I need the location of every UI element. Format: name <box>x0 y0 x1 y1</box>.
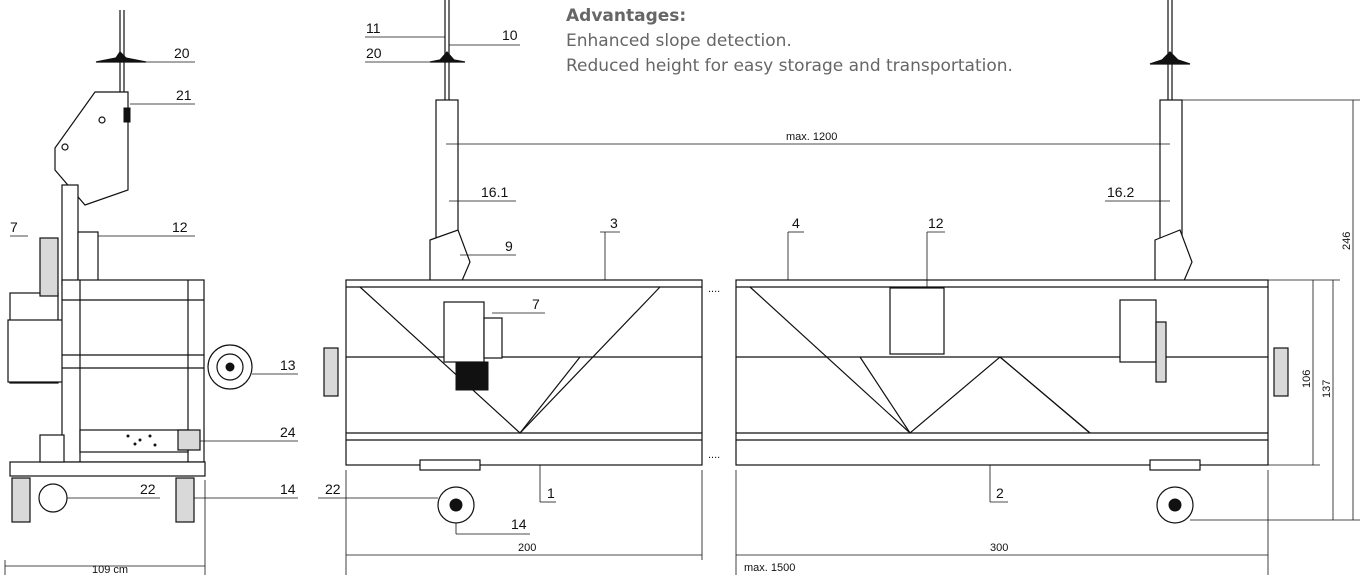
callout-side-24: 24 <box>280 424 296 440</box>
callout-front-14: 14 <box>511 516 527 532</box>
advantages-title: Advantages: <box>566 6 687 26</box>
dimension-300: 300 <box>990 542 1008 554</box>
ellipsis-bottom: .... <box>708 449 720 461</box>
front-view <box>323 0 1360 575</box>
side-view <box>4 10 253 575</box>
callout-side-14: 14 <box>280 481 296 497</box>
dimension-106: 106 <box>1301 370 1313 388</box>
callout-front-12: 12 <box>928 215 944 231</box>
callout-front-16-2: 16.2 <box>1107 184 1134 200</box>
callout-side-21: 21 <box>176 87 192 103</box>
callout-front-4: 4 <box>792 215 800 231</box>
front-callouts: 11 10 20 16.1 9 3 7 22 14 1 4 12 16.2 2 <box>318 20 1170 535</box>
callout-front-7: 7 <box>532 296 540 312</box>
callout-front-20: 20 <box>366 45 382 61</box>
dimension-200: 200 <box>518 542 536 554</box>
dimension-137: 137 <box>1321 380 1333 398</box>
side-callouts: 20 21 7 12 13 24 22 14 109 cm <box>10 45 298 575</box>
callout-front-10: 10 <box>502 27 518 43</box>
dimension-max-1200: max. 1200 <box>786 131 837 143</box>
callout-side-13: 13 <box>280 357 296 373</box>
callout-front-3: 3 <box>610 215 618 231</box>
ellipsis-top: .... <box>708 283 720 295</box>
callout-side-22: 22 <box>140 481 156 497</box>
front-dimensions: max. 1200 200 300 max. 1500 246 137 106 … <box>518 131 1353 574</box>
callout-front-22: 22 <box>325 481 341 497</box>
callout-side-12: 12 <box>172 219 188 235</box>
advantages-block: Advantages: Enhanced slope detection. Re… <box>566 4 1013 79</box>
callout-front-11: 11 <box>366 20 381 36</box>
dimension-max-1500: max. 1500 <box>744 562 795 574</box>
callout-front-16-1: 16.1 <box>481 184 508 200</box>
advantage-line-2: Reduced height for easy storage and tran… <box>566 56 1013 76</box>
dimension-246: 246 <box>1341 232 1353 250</box>
callout-front-2: 2 <box>996 485 1004 501</box>
callout-side-7: 7 <box>10 219 18 235</box>
dimension-side-width: 109 cm <box>92 564 128 575</box>
advantage-line-1: Enhanced slope detection. <box>566 31 792 51</box>
callout-side-20: 20 <box>174 45 190 61</box>
callout-front-1: 1 <box>547 485 555 501</box>
callout-front-9: 9 <box>505 238 513 254</box>
